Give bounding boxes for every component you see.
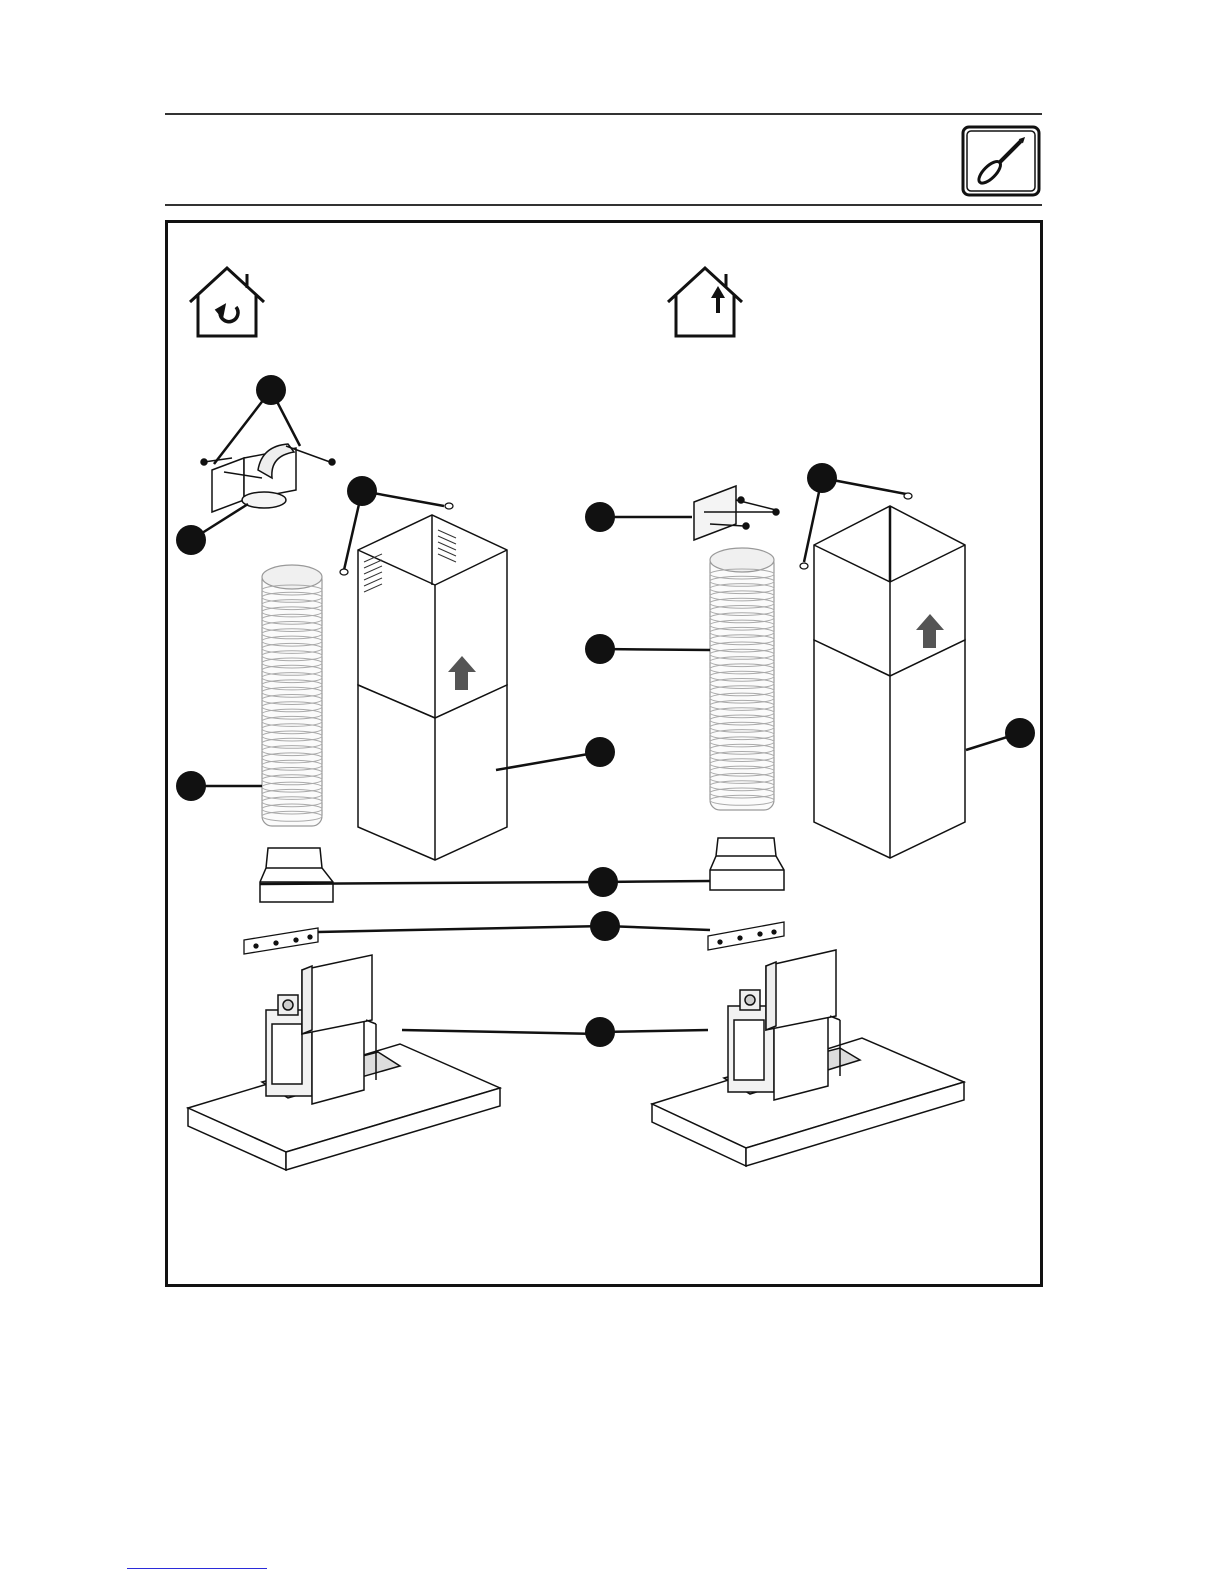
- footer-link-underline: [127, 1568, 267, 1569]
- page-title: [165, 140, 925, 180]
- screwdriver-icon: [961, 125, 1041, 197]
- diagram-frame: [165, 220, 1043, 1287]
- header-rule-bottom: [165, 204, 1042, 206]
- header-rule-top: [165, 113, 1042, 115]
